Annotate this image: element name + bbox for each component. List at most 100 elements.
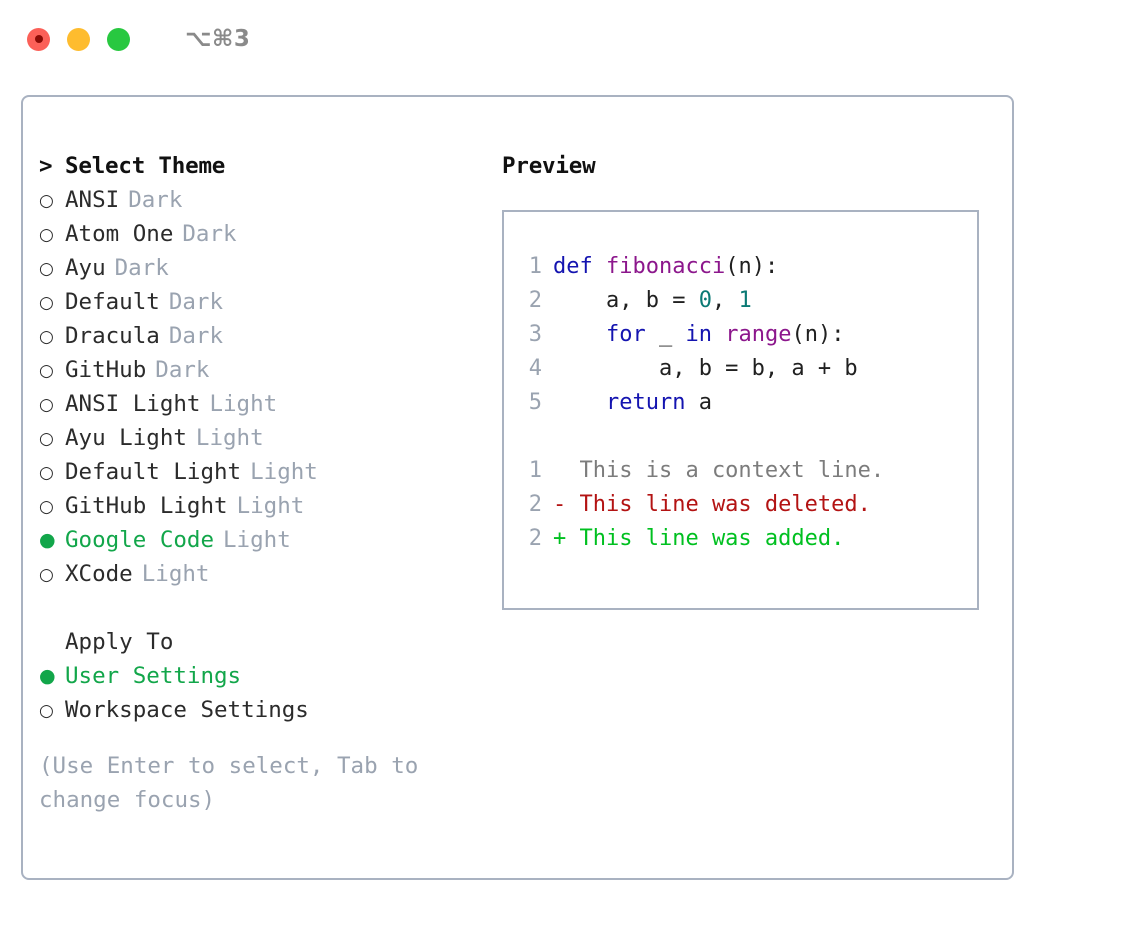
theme-option-label: Ayu Light: [65, 425, 187, 451]
theme-option[interactable]: ● Google Code Light: [39, 523, 489, 557]
apply-to-option[interactable]: ● User Settings: [39, 659, 489, 693]
radio-unselected-icon: ○: [39, 701, 54, 721]
code-token: range: [725, 322, 792, 347]
theme-option[interactable]: ○ Default Light Light: [39, 455, 489, 489]
code-token: def: [553, 254, 606, 279]
code-line: 4 a, b = b, a + b: [518, 352, 977, 386]
apply-to-option-label: Workspace Settings: [65, 697, 309, 723]
code-token: _: [645, 322, 686, 347]
window-controls: [27, 27, 130, 51]
radio-selected-icon: ●: [39, 665, 56, 687]
code-diff-separator: [518, 420, 977, 454]
code-token: 0: [698, 288, 712, 313]
radio-unselected-icon: ○: [39, 463, 54, 483]
theme-option-tag: Light: [236, 493, 305, 519]
keyboard-hint: (Use Enter to select, Tab to change focu…: [39, 753, 419, 813]
code-token: (n):: [725, 254, 779, 279]
theme-option-label: Default Light: [65, 459, 242, 485]
theme-option[interactable]: ○ GitHub Dark: [39, 353, 489, 387]
radio-unselected-icon: ○: [39, 327, 54, 347]
line-number: 5: [528, 390, 542, 415]
theme-option[interactable]: ○ ANSI Dark: [39, 183, 489, 217]
radio-unselected-icon: ○: [39, 361, 54, 381]
preview-title: Preview: [502, 153, 596, 179]
line-number: 1: [528, 458, 542, 483]
caret-icon: >: [39, 153, 53, 179]
apply-to-option-label: User Settings: [65, 663, 242, 689]
radio-selected-icon: ●: [39, 529, 56, 551]
theme-option-tag: Dark: [128, 187, 183, 213]
radio-unselected-icon: ○: [39, 429, 54, 449]
theme-option-label: GitHub: [65, 357, 147, 383]
theme-option-label: Ayu: [65, 255, 106, 281]
diff-sample: 1 This is a context line. 2 - This line wa…: [518, 454, 977, 556]
line-number: 2: [528, 526, 542, 551]
diff-line: 2 - This line was deleted.: [518, 488, 977, 522]
minimize-button[interactable]: [67, 27, 90, 51]
code-line: 5 return a: [518, 386, 977, 420]
code-token: a, b = b, a + b: [553, 356, 858, 381]
code-token: 1: [738, 288, 752, 313]
diff-line: 2+ This line was added.: [518, 522, 977, 556]
radio-unselected-icon: ○: [39, 225, 54, 245]
theme-option-label: ANSI: [65, 187, 120, 213]
line-number: 4: [528, 356, 542, 381]
code-token: (n):: [791, 322, 845, 347]
select-theme-heading: > Select Theme: [39, 149, 489, 183]
list-spacer: [39, 591, 489, 625]
radio-unselected-icon: ○: [39, 565, 54, 585]
theme-option-tag: Dark: [155, 357, 210, 383]
radio-unselected-icon: ○: [39, 395, 54, 415]
code-token: [712, 322, 725, 347]
code-token: for: [605, 322, 646, 347]
code-token: fibonacci: [605, 254, 726, 279]
theme-option-tag: Dark: [168, 289, 224, 315]
code-token: a, b =: [553, 288, 699, 313]
code-line: 2 a, b = 0, 1: [518, 284, 977, 318]
line-number: 2: [528, 492, 542, 517]
theme-option[interactable]: ○ ANSI Light Light: [39, 387, 489, 421]
theme-option-label: XCode: [65, 561, 133, 587]
theme-option-tag: Dark: [182, 221, 237, 247]
theme-option[interactable]: ○ GitHub Light Light: [39, 489, 489, 523]
radio-unselected-icon: ○: [39, 293, 54, 313]
theme-option-label: Dracula: [65, 323, 160, 349]
theme-option-tag: Light: [250, 459, 318, 485]
diff-line-text: This is a context line.: [553, 458, 885, 483]
theme-option-label: Google Code: [65, 527, 215, 553]
code-token: return: [605, 390, 686, 415]
theme-option-label: ANSI Light: [65, 391, 201, 417]
code-line: 1 def fibonacci(n):: [518, 250, 977, 284]
radio-unselected-icon: ○: [39, 191, 54, 211]
close-button[interactable]: [27, 27, 50, 51]
maximize-button[interactable]: [107, 27, 130, 51]
line-number: 2: [528, 288, 542, 313]
apply-to-option[interactable]: ○ Workspace Settings: [39, 693, 489, 727]
window-title-shortcut: ⌥⌘3: [185, 26, 251, 52]
theme-option-label: GitHub Light: [65, 493, 228, 519]
theme-option-tag: Light: [209, 391, 278, 417]
line-number: 3: [528, 322, 542, 347]
titlebar: ⌥⌘3: [0, 0, 1140, 78]
radio-unselected-icon: ○: [39, 497, 54, 517]
line-number: 1: [528, 254, 542, 279]
radio-unselected-icon: ○: [39, 259, 54, 279]
select-theme-heading-label: Select Theme: [65, 153, 226, 179]
apply-to-heading: Apply To: [65, 629, 174, 655]
theme-option-tag: Light: [223, 527, 291, 553]
code-token: a: [685, 390, 712, 415]
code-token: ,: [711, 288, 739, 313]
diff-line-text: - This line was deleted.: [553, 492, 871, 517]
